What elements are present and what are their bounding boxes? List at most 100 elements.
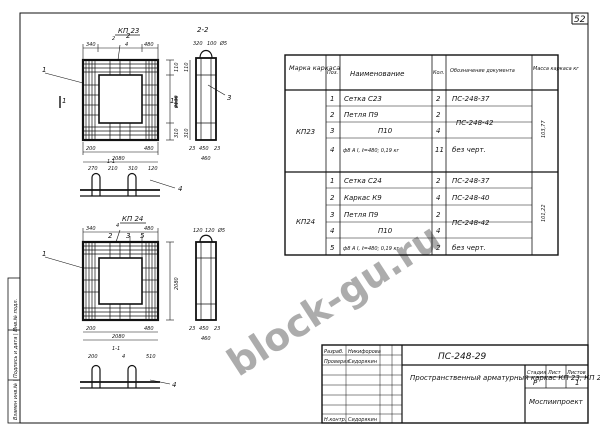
spec-header-name: Наименование xyxy=(350,70,404,78)
spec-kp24-row5-name: ф8 А I, ℓ=480; 0,19 кг xyxy=(343,246,400,252)
kp24-callout-1: 1 xyxy=(42,250,46,258)
title-name-1: Сидорякин xyxy=(348,359,378,365)
kp23-dim-side-0: 110 xyxy=(174,62,180,72)
kp24-section-dim-0: 120 xyxy=(193,228,203,234)
kp23-callout-4: 4 xyxy=(178,185,182,193)
spec-header-qty: Кол. xyxy=(433,70,444,76)
kp23-callout-1: 1 xyxy=(42,66,46,74)
kp23-opening xyxy=(98,74,143,124)
kp23-section-bottom-0: 23 xyxy=(189,146,195,152)
kp24-section-total: 460 xyxy=(201,336,211,342)
kp23-mark-right: 1 xyxy=(170,97,174,105)
title-block: Разраб. Никифорова Проверил Сидорякин Н.… xyxy=(321,344,600,424)
kp24-view-label: 1-1 xyxy=(112,346,120,352)
kp24-callout-4: 4 xyxy=(172,381,176,389)
title-col-label-2: Листов xyxy=(566,370,586,376)
kp23-dim-top-1: 2 xyxy=(112,36,115,42)
spec-kp24-row1-doc: ПС-248-37 xyxy=(452,177,490,185)
kp23-view-label: 1-1 xyxy=(107,159,115,165)
kp23-dim-top-3: 480 xyxy=(144,42,154,48)
spec-kp24-row5-pos: 5 xyxy=(330,244,335,252)
spec-kp24-row4-pos: 4 xyxy=(330,227,334,235)
spec-kp23-row4-name: ф8 А I, ℓ=480; 0,19 кг xyxy=(343,148,400,154)
title-col-value-0: Р xyxy=(533,379,538,387)
kp23-section-dim-0: 320 xyxy=(193,41,203,47)
kp24-section-dim-2: Ø5 xyxy=(217,227,225,234)
spec-kp24-row1-qty: 2 xyxy=(436,177,441,185)
kp23-view-dim-3: 120 xyxy=(148,166,158,172)
spec-kp24-row2-name: Каркас К9 xyxy=(344,194,382,202)
spec-kp24-row1-pos: 1 xyxy=(330,177,334,185)
spec-mass-kp24: 101,22 xyxy=(541,205,547,223)
kp24-section-bottom-1: 450 xyxy=(199,326,209,332)
kp23-view-dim-0: 270 xyxy=(88,166,98,172)
title-col-value-2: 1 xyxy=(575,379,579,387)
kp23-dim-bottom-1: 480 xyxy=(144,146,154,152)
spec-kp23-row2-pos: 2 xyxy=(330,111,335,119)
spec-kp24-row5-doc: без черт. xyxy=(452,244,486,252)
kp24-dim-top-2: 480 xyxy=(144,226,154,232)
kp24-opening xyxy=(98,257,143,305)
kp23-section-side-0: 110 xyxy=(184,62,190,72)
spec-kp23-row1-qty: 2 xyxy=(436,95,441,103)
kp24-dim-height: 2080 xyxy=(174,277,180,290)
kp24-dim-top-0: 340 xyxy=(86,226,96,232)
kp24-callout-5: 5 xyxy=(140,232,145,240)
spec-header-doc: Обозначение документа xyxy=(450,68,515,74)
kp23-dim-bottom-0: 200 xyxy=(86,146,96,152)
spec-kp24-row2-doc: ПС-248-40 xyxy=(452,194,490,202)
spec-mass-kp23: 103,77 xyxy=(541,120,547,138)
title-col-label-1: Лист xyxy=(547,370,562,376)
kp24-dim-top-1: 4 xyxy=(116,223,119,229)
kp23-mesh-frame xyxy=(81,58,160,142)
kp23-section-side-1: 310 xyxy=(184,128,190,138)
spec-kp24-row2-qty: 4 xyxy=(436,194,440,202)
kp24-mesh-frame xyxy=(81,240,160,322)
spec-mark-kp23: КП23 xyxy=(296,128,315,136)
kp23-dim-height: 2130 xyxy=(174,95,180,108)
spec-kp23-row4-qty: 11 xyxy=(435,146,444,154)
kp24-dim-bottom-1: 480 xyxy=(144,326,154,332)
title-code: ПС-248-29 xyxy=(438,352,486,362)
kp23-dim-total: 2080 xyxy=(112,156,125,162)
title-name-0: Никифорова xyxy=(348,349,381,355)
spec-kp23-row4-pos: 4 xyxy=(330,146,334,154)
spec-kp23-row1-doc: ПС-248-37 xyxy=(452,95,490,103)
kp23-mark-left: 1 xyxy=(62,97,66,105)
kp23-callout-3: 3 xyxy=(227,94,231,102)
title-org: Моспиипроект xyxy=(529,398,584,406)
side-stamp-text: Взамен инв.№ | Подпись и дата | Инв.№ по… xyxy=(13,299,19,420)
sheet-number: 52 xyxy=(574,15,586,25)
spec-kp23-row2-qty: 2 xyxy=(436,111,441,119)
kp23-dim-side-1: 310 xyxy=(174,128,180,138)
spec-header-mass: Масса каркаса кг xyxy=(533,66,579,72)
title-col-label-0: Стадия xyxy=(527,370,546,376)
spec-kp24-row1-name: Сетка С24 xyxy=(344,177,382,185)
kp24-section-bottom-2: 23 xyxy=(214,326,220,332)
kp23-dim-top-0: 340 xyxy=(86,42,96,48)
spec-kp24-row2-pos: 2 xyxy=(330,194,335,202)
kp24-view-dim-0: 200 xyxy=(88,354,98,360)
kp24-section-bottom-0: 23 xyxy=(189,326,195,332)
spec-table: Марка каркаса Поз. Наименование Кол. Обо… xyxy=(284,54,579,256)
spec-kp24-row3-name: Петля П9 xyxy=(344,211,379,219)
spec-kp23-row3-name: П10 xyxy=(378,127,393,135)
title-role-0: Разраб. xyxy=(324,349,344,355)
spec-kp23-row2-name: Петля П9 xyxy=(344,111,379,119)
kp23-view-dim-1: 210 xyxy=(108,166,118,172)
spec-kp23-row4-doc: без черт. xyxy=(452,146,486,154)
kp23-callout-2: 2 xyxy=(126,32,131,40)
kp24-section-dim-1: 120 xyxy=(205,228,215,234)
spec-kp23-row1-pos: 1 xyxy=(330,95,334,103)
kp24-dim-total: 2080 xyxy=(112,334,125,340)
spec-mark-kp24: КП24 xyxy=(296,218,315,226)
spec-kp24-row3-doc: ПС-248-42 xyxy=(452,219,490,227)
kp24-callout-3: 3 xyxy=(126,232,130,240)
kp23-section-bottom-1: 450 xyxy=(199,146,209,152)
kp24-view-dim-2: 510 xyxy=(146,354,156,360)
spec-kp24-row3-pos: 3 xyxy=(330,211,334,219)
spec-kp24-row4-name: П10 xyxy=(378,227,393,235)
spec-kp23-row1-name: Сетка С23 xyxy=(344,95,382,103)
